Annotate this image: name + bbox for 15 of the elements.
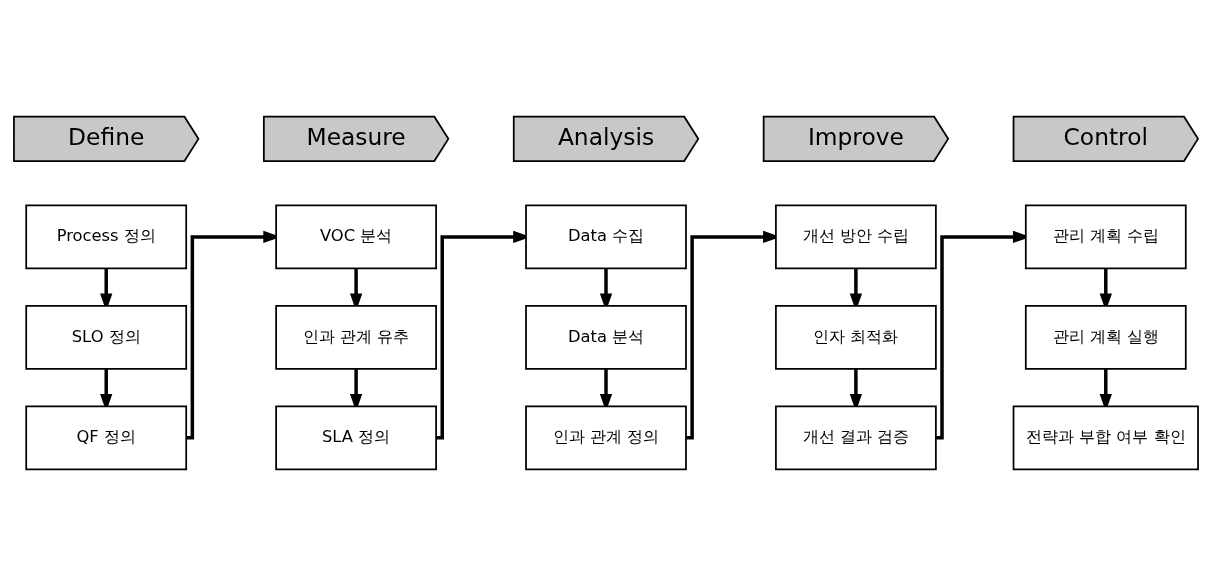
node-box: 인과 관계 정의 (525, 405, 687, 471)
node-box: SLA 정의 (275, 405, 437, 471)
node-box: Process 정의 (25, 204, 188, 270)
node-box: SLO 정의 (25, 304, 188, 370)
node-box: QF 정의 (25, 405, 188, 471)
node-box: Data 수집 (525, 204, 687, 270)
node-box: 개선 방안 수립 (775, 204, 937, 270)
node-box: 개선 결과 검증 (775, 405, 937, 471)
node-box: 관리 계획 수립 (1024, 204, 1187, 270)
node-box: 인과 관계 유추 (275, 304, 437, 370)
node-box: 인자 최적화 (775, 304, 937, 370)
node-box: Data 분석 (525, 304, 687, 370)
node-box: 전략과 부합 여부 확인 (1012, 405, 1199, 471)
node-box: 관리 계획 실행 (1024, 304, 1187, 370)
node-box: VOC 분석 (275, 204, 437, 270)
